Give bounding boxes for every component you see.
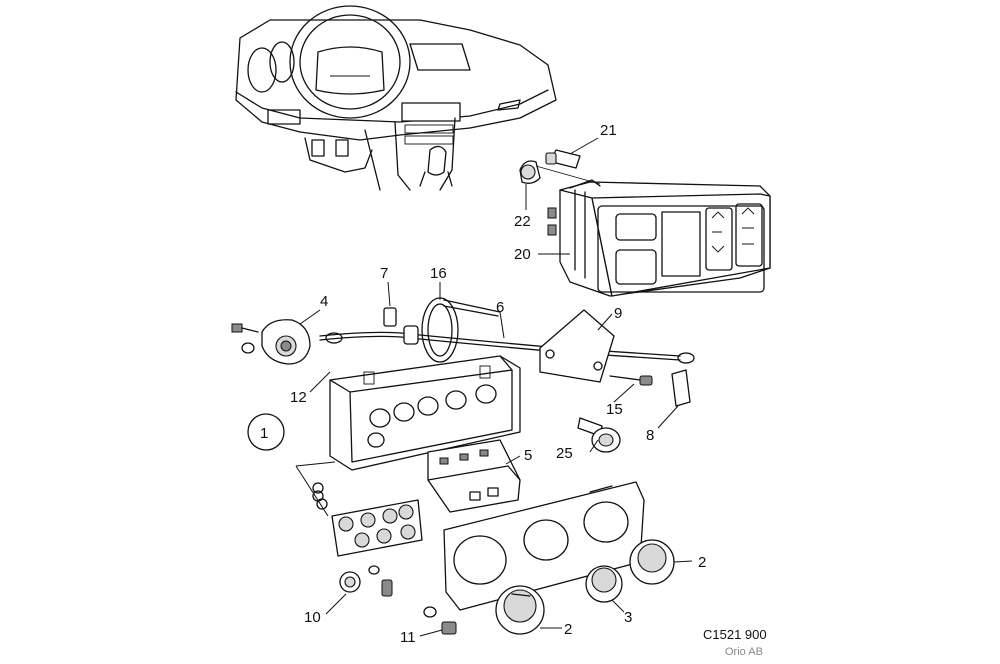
leader-lines bbox=[299, 137, 693, 637]
group-circle bbox=[247, 413, 285, 451]
callout-11: 11 bbox=[400, 629, 416, 646]
knob-left bbox=[495, 585, 545, 635]
switch-module bbox=[427, 439, 521, 513]
bulb-and-holder bbox=[519, 149, 601, 185]
dashboard-overview bbox=[235, 5, 557, 191]
climate-control-unit bbox=[547, 179, 771, 297]
callout-25: 25 bbox=[556, 445, 573, 462]
callout-2-bottom: 2 bbox=[564, 621, 572, 638]
fan-switch bbox=[231, 319, 311, 365]
callout-7: 7 bbox=[380, 265, 388, 282]
callout-1: 1 bbox=[260, 425, 268, 442]
callout-20: 20 bbox=[514, 246, 531, 263]
knob-right bbox=[629, 539, 675, 585]
callout-2-right: 2 bbox=[698, 554, 706, 571]
callout-21: 21 bbox=[600, 122, 617, 139]
callout-4: 4 bbox=[320, 293, 328, 310]
callout-22: 22 bbox=[514, 213, 531, 230]
control-panel-housing bbox=[329, 355, 521, 471]
small-fasteners bbox=[339, 565, 457, 635]
callout-5: 5 bbox=[524, 447, 532, 464]
knob-middle bbox=[585, 565, 623, 603]
bracket-and-fasteners bbox=[539, 309, 691, 453]
callout-12: 12 bbox=[290, 389, 307, 406]
callout-16: 16 bbox=[430, 265, 447, 282]
callout-10: 10 bbox=[304, 609, 321, 626]
publisher-credit: Orio AB bbox=[725, 646, 763, 658]
cable-assembly bbox=[319, 297, 695, 364]
callout-labels: 1 2 2 3 4 5 6 7 8 9 10 11 12 15 16 20 21… bbox=[260, 122, 706, 646]
callout-3: 3 bbox=[624, 609, 632, 626]
callout-15: 15 bbox=[606, 401, 623, 418]
callout-9: 9 bbox=[614, 305, 622, 322]
circuit-board bbox=[295, 461, 423, 557]
callout-6: 6 bbox=[496, 299, 504, 316]
reference-code: C1521 900 bbox=[703, 627, 767, 642]
callout-8: 8 bbox=[646, 427, 654, 444]
